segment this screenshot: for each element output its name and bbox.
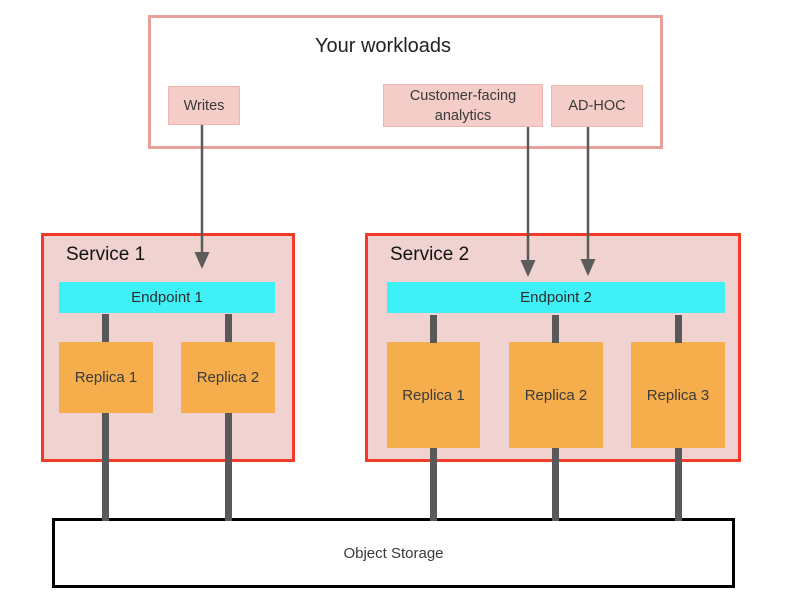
workloads-title: Your workloads	[315, 35, 452, 57]
service-2-replica-1: Replica 1	[387, 342, 480, 448]
connector-s2-replica3-storage	[675, 448, 682, 521]
service-2-endpoint: Endpoint 2	[387, 282, 725, 313]
connector-s2-endpoint-replica2	[552, 315, 559, 343]
connector-s1-endpoint-replica1	[102, 314, 109, 342]
service-1-replica-2: Replica 2	[181, 342, 275, 413]
workload-writes-box: Writes	[168, 86, 240, 125]
connector-s2-endpoint-replica1	[430, 315, 437, 343]
connector-s1-endpoint-replica2	[225, 314, 232, 342]
service-1-replica-1: Replica 1	[59, 342, 153, 413]
object-storage-box: Object Storage	[52, 518, 735, 588]
connector-s1-replica1-storage	[102, 413, 109, 521]
service-2-replica-3: Replica 3	[631, 342, 725, 448]
connector-s2-replica2-storage	[552, 448, 559, 521]
service-2-label: Service 2	[390, 244, 470, 265]
connector-s2-replica1-storage	[430, 448, 437, 521]
connector-s1-replica2-storage	[225, 413, 232, 521]
service-2-replica-2: Replica 2	[509, 342, 603, 448]
workload-adhoc-box: AD-HOC	[551, 85, 643, 127]
service-1-label: Service 1	[66, 244, 146, 265]
workload-analytics-box: Customer-facing analytics	[383, 84, 543, 127]
service-1-endpoint: Endpoint 1	[59, 282, 275, 313]
connector-s2-endpoint-replica3	[675, 315, 682, 343]
